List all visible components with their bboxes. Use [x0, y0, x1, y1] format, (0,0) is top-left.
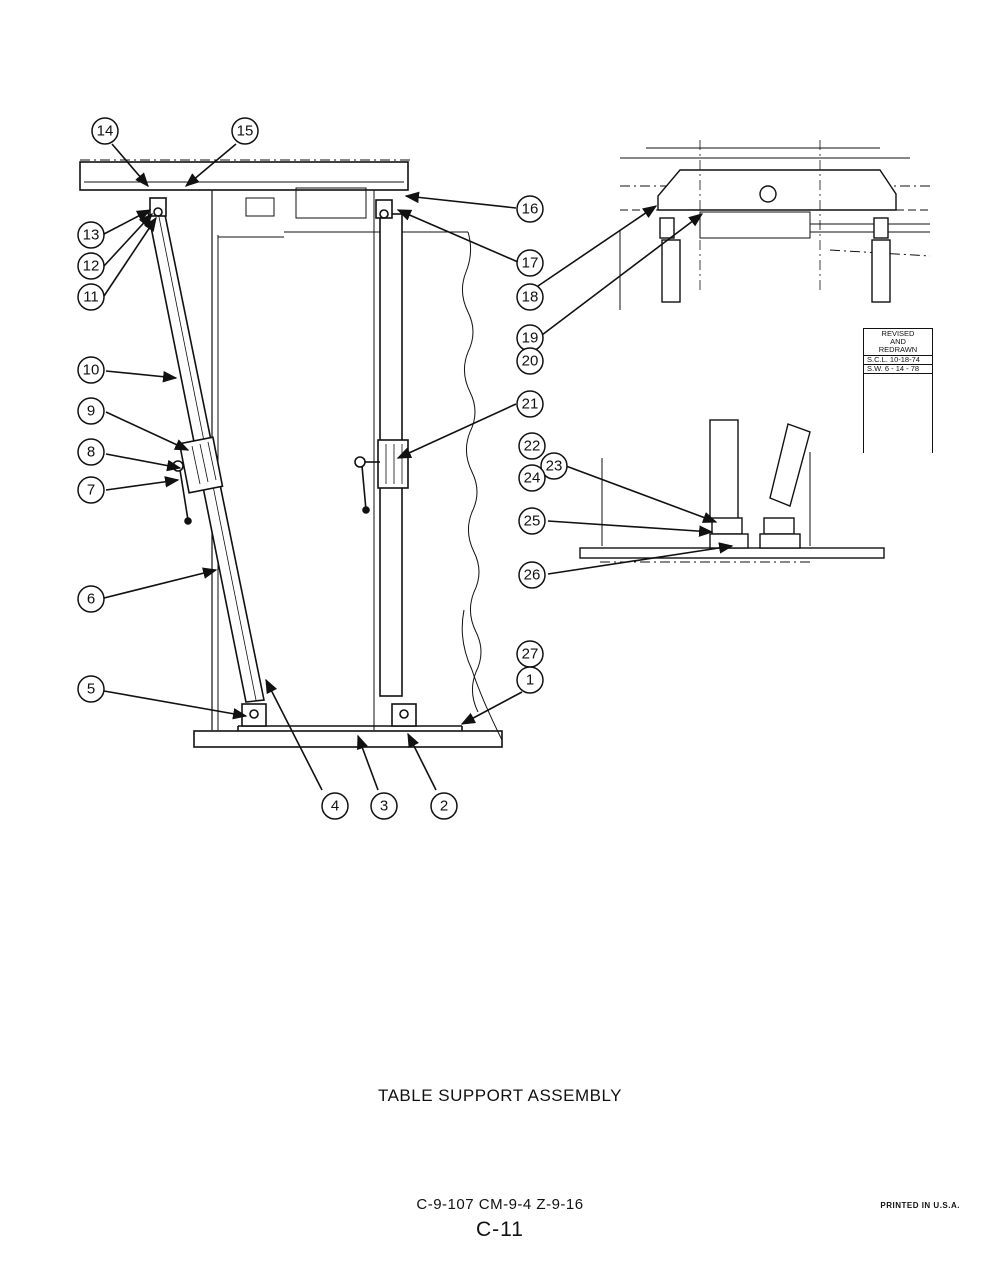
callout-15 — [231, 117, 259, 145]
callout-26 — [518, 561, 546, 589]
callout-10 — [77, 356, 105, 384]
callout-label: 18 — [522, 289, 539, 306]
callout-5 — [77, 675, 105, 703]
callout-12 — [77, 252, 105, 280]
callout-label: 3 — [380, 798, 388, 815]
revision-header-line: AND — [890, 337, 906, 346]
callout-label: 13 — [83, 227, 100, 244]
revision-block: REVISED AND REDRAWN S.C.L. 10-18-74 S.W.… — [863, 328, 933, 453]
callout-label: 2 — [440, 798, 448, 815]
callout-11 — [77, 283, 105, 311]
revision-header-line: REDRAWN — [878, 345, 918, 354]
callout-21 — [516, 390, 544, 418]
callout-label: 17 — [522, 255, 539, 272]
callout-9 — [77, 397, 105, 425]
callout-label: 11 — [83, 289, 99, 306]
callout-22 — [518, 432, 546, 460]
callout-label: 4 — [331, 798, 339, 815]
callout-20 — [516, 347, 544, 375]
callout-label: 10 — [83, 362, 100, 379]
callout-3 — [370, 792, 398, 820]
callout-label: 26 — [524, 567, 541, 584]
table-corner-detail-drawing — [619, 140, 931, 310]
revision-row: S.W. 6 - 14 - 78 — [864, 365, 932, 374]
callout-label: 25 — [524, 513, 541, 530]
callout-14 — [91, 117, 119, 145]
model-codes: C-9-107 CM-9-4 Z-9-16 — [416, 1196, 584, 1213]
callout-labels: 14 15 16 17 13 12 11 18 19 20 10 21 9 8 … — [83, 123, 563, 815]
callout-8 — [77, 438, 105, 466]
callout-label: 7 — [87, 482, 95, 499]
callout-label: 12 — [83, 258, 100, 275]
leader-arrows — [103, 143, 734, 791]
callout-6 — [77, 585, 105, 613]
callout-2 — [430, 792, 458, 820]
callout-label: 16 — [522, 201, 539, 218]
callout-label: 1 — [526, 672, 534, 689]
callout-label: 14 — [97, 123, 114, 140]
callout-17 — [516, 249, 544, 277]
callout-4 — [321, 792, 349, 820]
revision-header-line: REVISED — [881, 329, 915, 338]
callout-label: 8 — [87, 444, 95, 461]
base-plate — [193, 730, 503, 748]
main-assembly-drawing — [79, 159, 503, 748]
leg-foot-detail-drawing — [579, 419, 885, 563]
callout-25 — [518, 507, 546, 535]
callout-label: 6 — [87, 591, 95, 608]
callout-label: 15 — [237, 123, 254, 140]
revision-header: REVISED AND REDRAWN — [864, 329, 932, 356]
callout-7 — [77, 476, 105, 504]
table-top — [79, 161, 409, 191]
callout-label: 20 — [522, 353, 539, 370]
printed-in-note: PRINTED IN U.S.A. — [880, 1201, 960, 1210]
callout-23 — [540, 452, 568, 480]
callout-label: 19 — [522, 330, 539, 347]
page-number: C-11 — [476, 1218, 524, 1241]
callout-label: 24 — [524, 470, 541, 487]
callout-24 — [518, 464, 546, 492]
diagram-title: TABLE SUPPORT ASSEMBLY — [377, 1086, 623, 1105]
callout-label: 23 — [546, 458, 563, 475]
callout-circles — [77, 117, 568, 820]
callout-label: 27 — [522, 646, 539, 663]
revision-row: S.C.L. 10-18-74 — [864, 356, 932, 365]
callout-13 — [77, 221, 105, 249]
callout-label: 22 — [524, 438, 541, 455]
callout-label: 21 — [522, 396, 539, 413]
callout-16 — [516, 195, 544, 223]
callout-label: 9 — [87, 403, 95, 420]
callout-1 — [516, 666, 544, 694]
callout-18 — [516, 283, 544, 311]
callout-label: 5 — [87, 681, 95, 698]
